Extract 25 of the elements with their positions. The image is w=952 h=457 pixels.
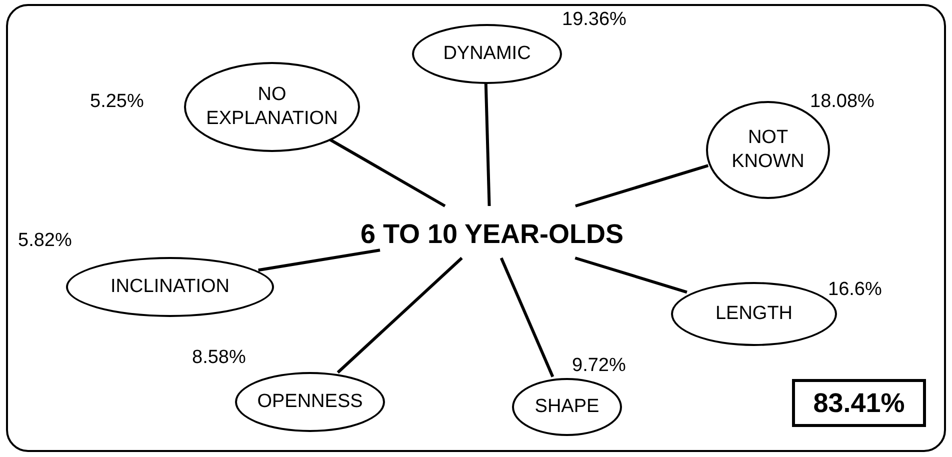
connector-line bbox=[500, 257, 554, 378]
node-label: NOT KNOWN bbox=[730, 126, 806, 174]
diagram-frame bbox=[6, 4, 946, 452]
connector-line bbox=[336, 256, 463, 374]
percentage-label: 16.6% bbox=[828, 278, 882, 302]
connector-line bbox=[575, 164, 709, 208]
node-label: 6 TO 10 YEAR-OLDS bbox=[359, 218, 625, 251]
connector-line bbox=[258, 248, 380, 272]
percentage-label: 19.36% bbox=[562, 8, 626, 32]
node-label: LENGTH bbox=[714, 302, 794, 326]
node-label: DYNAMIC bbox=[442, 42, 532, 66]
connector-line bbox=[328, 137, 446, 208]
percentage-label: 18.08% bbox=[810, 90, 874, 114]
percentage-label: 9.72% bbox=[572, 354, 626, 378]
total-box bbox=[792, 379, 926, 427]
node-label: NO EXPLANATION bbox=[205, 83, 339, 131]
connector-line bbox=[484, 82, 491, 206]
connector-line bbox=[574, 256, 688, 294]
percentage-label: 5.25% bbox=[90, 90, 144, 114]
percentage-label: 5.82% bbox=[18, 229, 72, 253]
percentage-label: 8.58% bbox=[192, 346, 246, 370]
node-label: SHAPE bbox=[534, 395, 600, 419]
node-label: INCLINATION bbox=[110, 275, 230, 299]
node-label: 83.41% bbox=[812, 386, 906, 420]
node-label: OPENNESS bbox=[256, 390, 364, 414]
